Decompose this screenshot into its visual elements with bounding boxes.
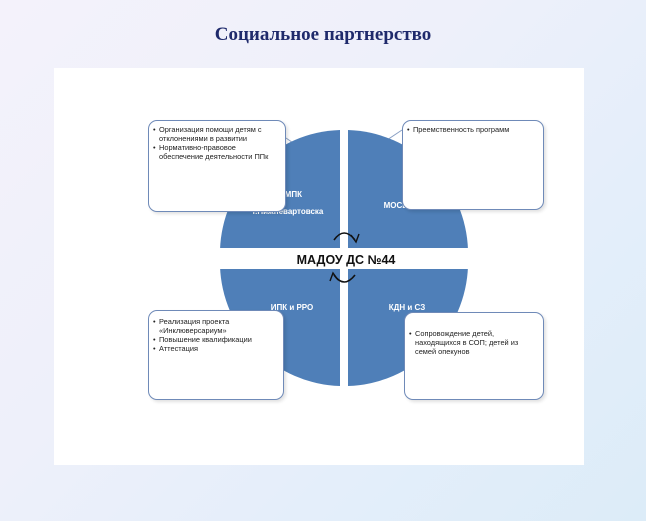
curved-arrow-bottom-icon <box>329 271 356 283</box>
curved-arrow-top-icon <box>333 232 360 244</box>
info-box-bl-item: Аттестация <box>153 344 279 353</box>
center-label: МАДОУ ДС №44 <box>297 253 396 267</box>
info-box-tl: Организация помощи детям с отклонениями … <box>148 120 286 212</box>
page-title: Социальное партнерство <box>214 24 432 45</box>
info-box-bl: Реализация проекта «Инклюверсариум» Повы… <box>148 310 284 400</box>
diagram-panel: МАДОУ ДС №44 ТПМПК г.Нижневартовска МОСШ… <box>54 68 584 465</box>
info-box-tl-item: Организация помощи детям с отклонениями … <box>153 125 281 143</box>
info-box-br: Сопровождение детей, находящихся в СОП; … <box>404 312 544 400</box>
info-box-br-item: Сопровождение детей, находящихся в СОП; … <box>409 329 539 356</box>
quadrant-tl-label-line2: г.Нижневартовска <box>253 207 324 216</box>
quadrant-tl-label-line1: ТПМПК <box>274 190 302 199</box>
info-box-bl-item: Реализация проекта «Инклюверсариум» <box>153 317 279 335</box>
quadrant-br-label: КДН и СЗ <box>389 303 425 312</box>
info-box-bl-item: Повышение квалификации <box>153 335 279 344</box>
info-box-tr-item: Преемственность программ <box>407 125 539 134</box>
info-box-tr: Преемственность программ <box>402 120 544 210</box>
info-box-tl-item: Нормативно-правовое обеспечение деятельн… <box>153 143 281 161</box>
quadrant-bl-label: ИПК и РРО <box>271 303 314 312</box>
center-band <box>214 248 476 269</box>
